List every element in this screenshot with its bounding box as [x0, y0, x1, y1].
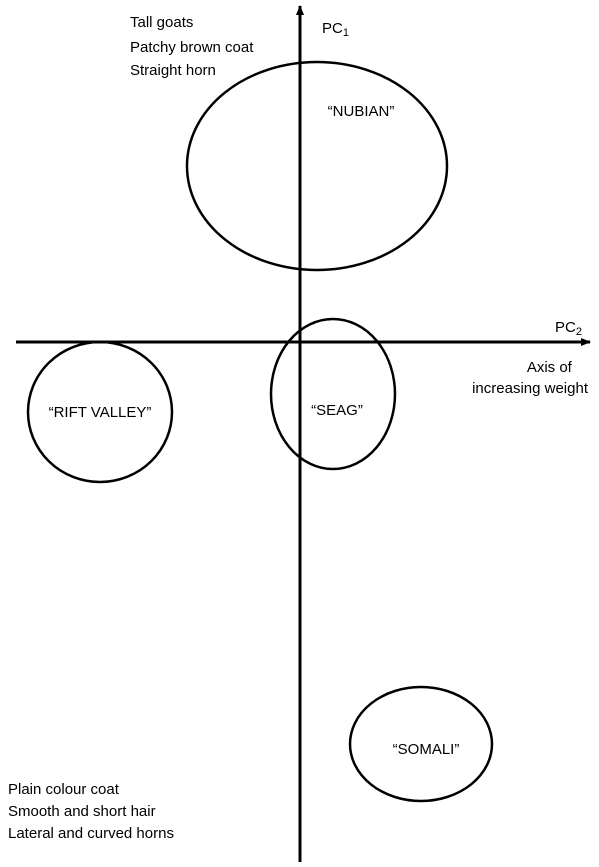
- top-left-note: Tall goats Patchy brown coat Straight ho…: [130, 14, 258, 79]
- rift-valley-cluster: [26, 340, 174, 484]
- nubian-cluster: [185, 60, 449, 272]
- pc1-axis-label: PC1: [322, 20, 349, 39]
- somali-cluster: [348, 685, 494, 803]
- somali-label: “SOMALI”: [393, 741, 460, 758]
- nubian-label: “NUBIAN”: [328, 103, 395, 120]
- seag-label: “SEAG”: [311, 402, 363, 419]
- rift-valley-label: “RIFT VALLEY”: [49, 404, 152, 421]
- bottom-left-note: Plain colour coat Smooth and short hair …: [8, 781, 174, 842]
- seag-cluster: [269, 317, 397, 471]
- weight-axis-note: Axis of increasing weight: [472, 359, 589, 397]
- pc2-axis-label: PC2: [555, 319, 582, 338]
